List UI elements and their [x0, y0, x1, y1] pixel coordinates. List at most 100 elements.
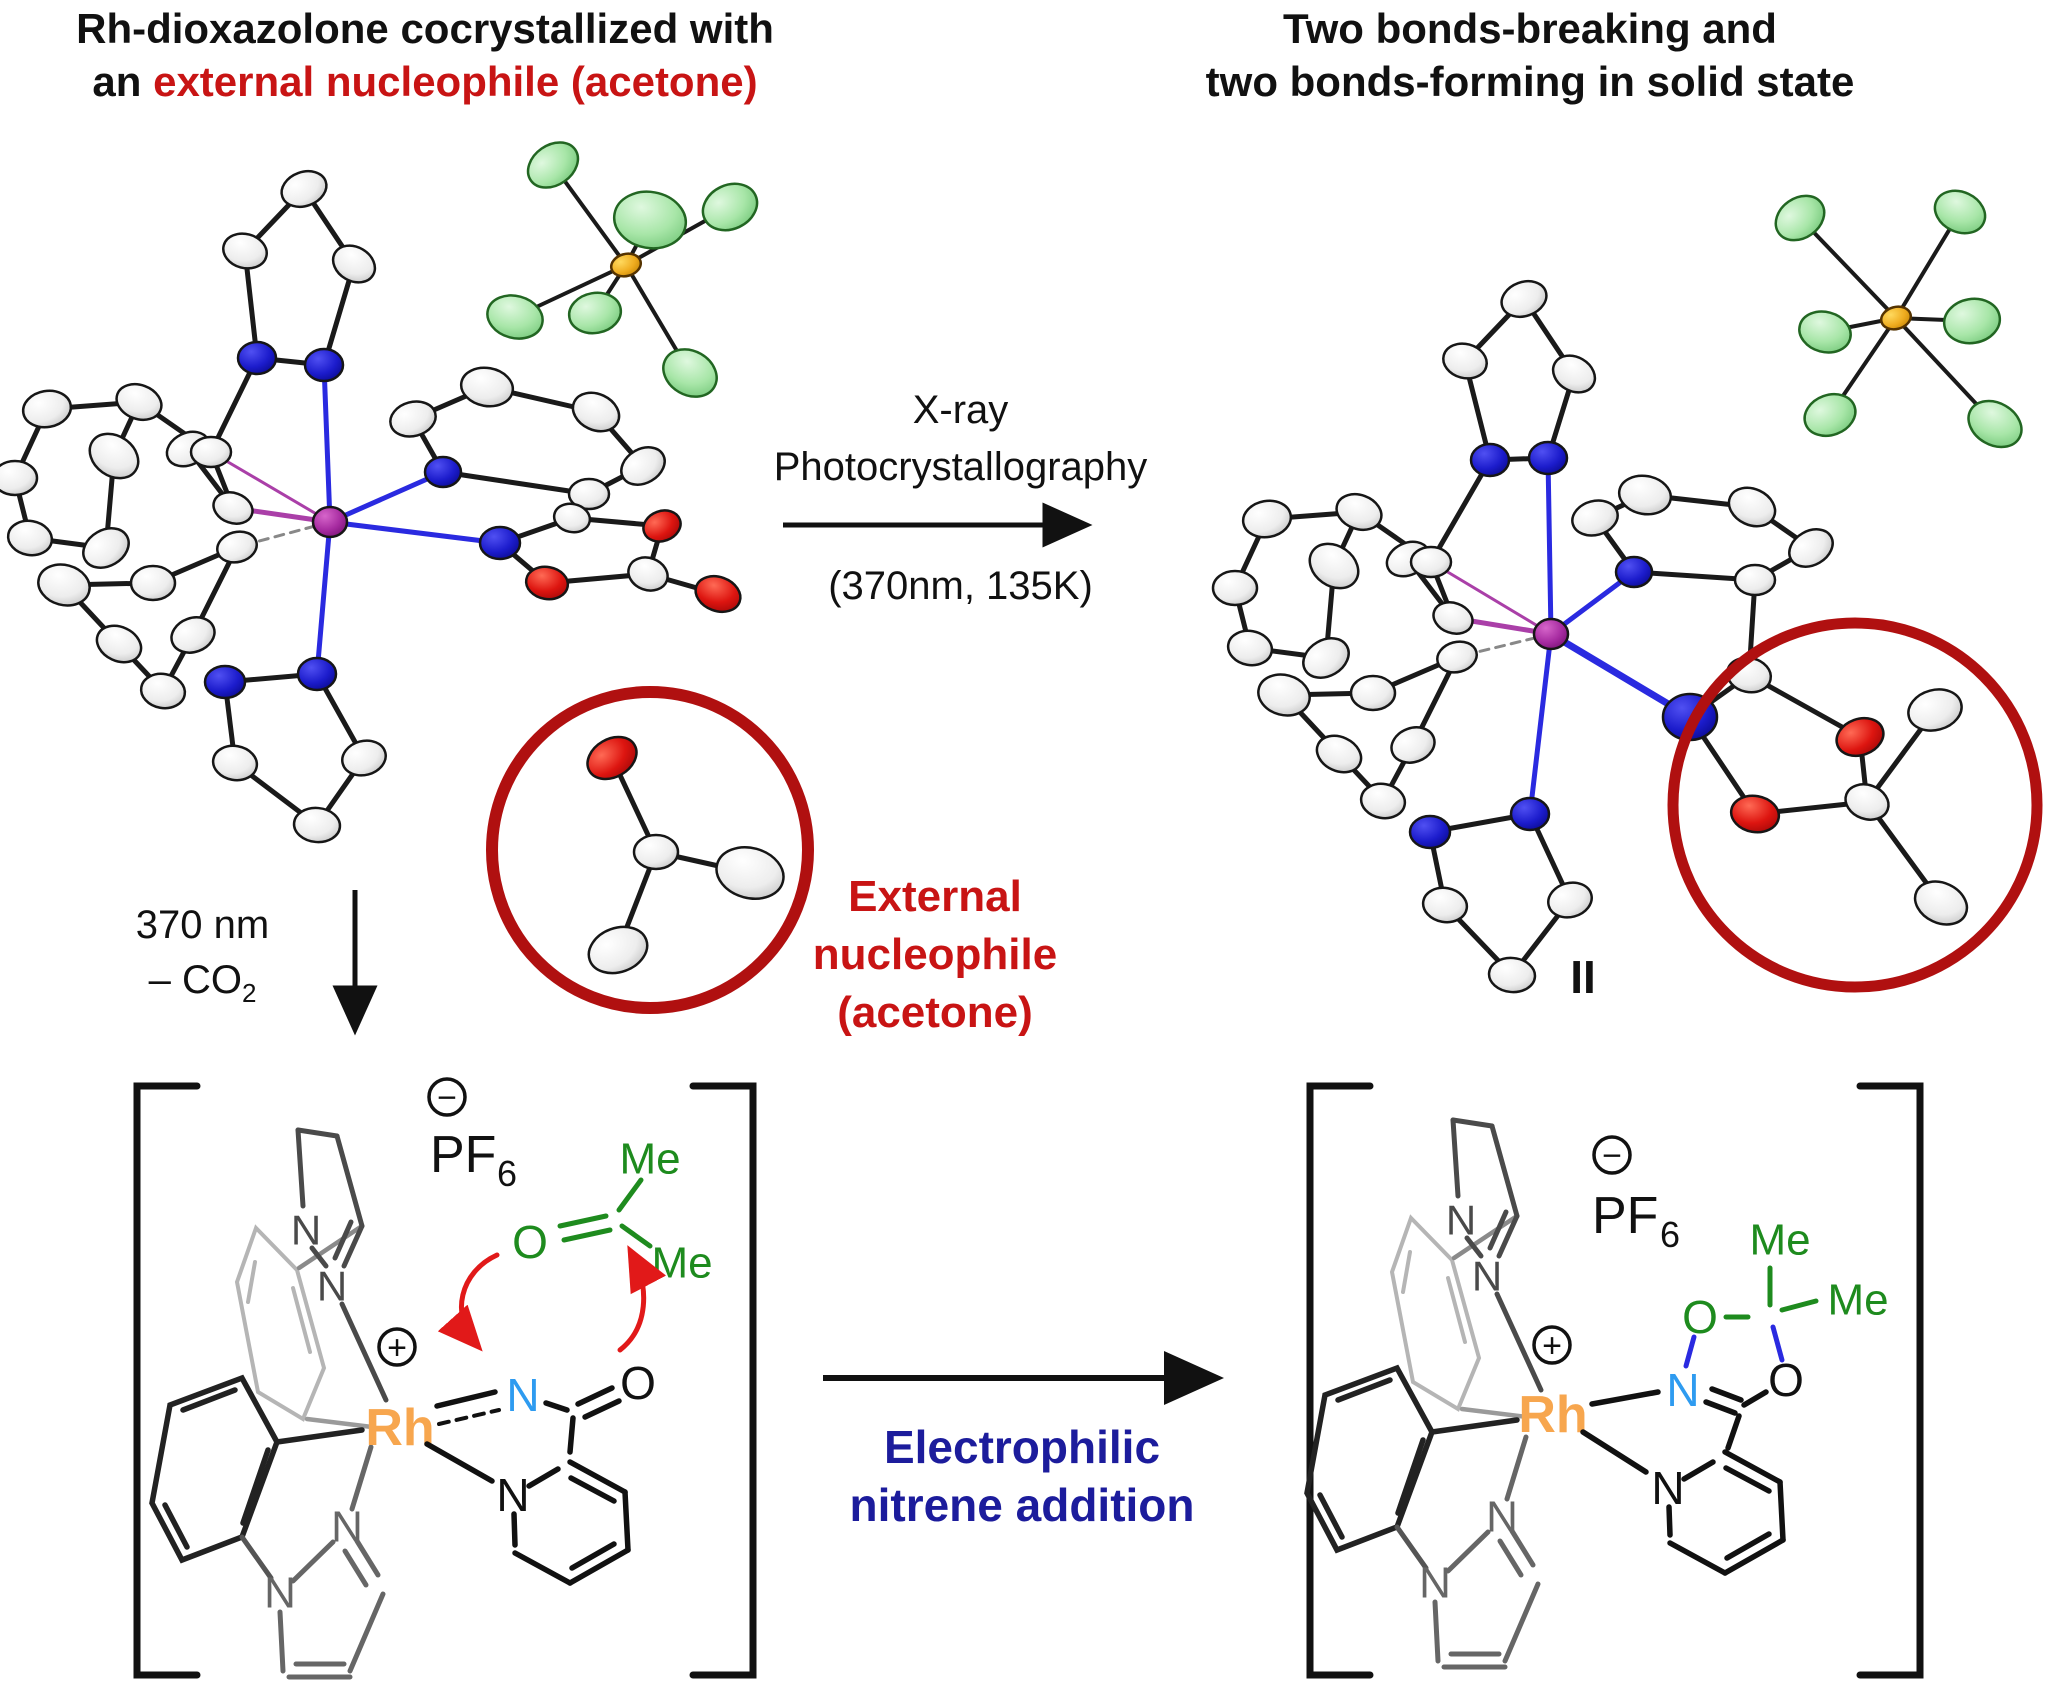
acetone-me1-label: Me: [619, 1135, 680, 1184]
lower-pyrazole-n2-label: N: [331, 1503, 363, 1552]
product-pyridine-n-label: N: [1651, 1462, 1684, 1514]
xray-label-line1: X-ray: [912, 388, 1009, 432]
product-phenyl-pyrazole-bond: [1394, 1524, 1429, 1571]
intermediate-bridge-bond: [296, 1223, 365, 1271]
photolysis-label: 370 nm – CO2: [95, 898, 310, 1021]
product-ring-o-green-label: O: [1682, 1291, 1718, 1343]
plus-sign: +: [387, 1329, 407, 1367]
product-minus-sign: −: [1602, 1137, 1622, 1175]
acetone-skeleton: [557, 1177, 653, 1249]
left-title-line2: an external nucleophile (acetone): [10, 55, 840, 108]
reactant-atoms: [0, 169, 742, 844]
rh-nitrene-bond: [434, 1389, 498, 1409]
upper-pyrazole-n2-label: N: [317, 1263, 347, 1310]
intermediate-plus-charge: +: [377, 1327, 417, 1367]
reactant-pf6-ortep: [486, 141, 759, 398]
product-dioxazoline-bonds: [1703, 1386, 1769, 1451]
intermediate-lower-pyrazole: [277, 1444, 386, 1680]
acetone-callout: [486, 686, 814, 1014]
product-lower-pyrazole-n1-label: N: [1419, 1559, 1451, 1608]
product-upper-pyrazole-n2-label: N: [1472, 1253, 1502, 1300]
reaction-arrow-label: Electrophilic nitrene addition: [812, 1418, 1232, 1534]
intermediate-back-phenyl: [234, 1224, 327, 1422]
product-structure: N N N N Rh +: [1304, 1082, 1924, 1679]
product-pf6-ortep: [1774, 189, 2023, 449]
acetone-o-label: O: [512, 1216, 548, 1268]
right-title-line1: Two bonds-breaking and: [1283, 5, 1777, 52]
intermediate-rh-label: Rh: [365, 1399, 434, 1457]
product-lower-pyrazole: [1432, 1434, 1541, 1670]
intermediate-left-bracket: [133, 1082, 201, 1679]
product-lower-pyrazole-n2-label: N: [1486, 1493, 1518, 1542]
photolysis-line1: 370 nm: [135, 903, 270, 947]
product-plus-sign: +: [1542, 1327, 1562, 1365]
product-highlight-circle: [1667, 617, 2043, 993]
xray-label-line2: Photocrystallography: [773, 445, 1148, 489]
product-plus-charge: +: [1532, 1325, 1572, 1365]
left-title-line2-black: an: [92, 58, 142, 105]
intermediate-pyridine: [424, 1441, 631, 1586]
intermediate-right-bracket: [689, 1082, 757, 1679]
lower-pyrazole-n1-label: N: [264, 1569, 296, 1618]
left-title-line1: Rh-dioxazolone cocrystallized with: [76, 5, 774, 52]
product-right-bracket: [1856, 1082, 1924, 1679]
reaction-label-line1: Electrophilic: [883, 1421, 1161, 1473]
product-pyridine: [1580, 1429, 1786, 1576]
photolysis-co-sub: 2: [241, 978, 257, 1008]
acetone-me2-label: Me: [651, 1239, 712, 1288]
acetone-circle: [486, 686, 814, 1014]
intermediate-pf6-sub: 6: [497, 1153, 517, 1194]
acetone-callout-label: External nucleophile (acetone): [800, 868, 1070, 1042]
intermediate-phenyl-pyrazole-bond: [239, 1534, 274, 1581]
product-dioxazoline-n-label: N: [1666, 1364, 1699, 1416]
right-title-line2: two bonds-forming in solid state: [1205, 58, 1855, 105]
left-title-line2-red: external nucleophile (acetone): [153, 58, 758, 105]
carbonyl-o-label: O: [620, 1357, 656, 1409]
product-bridge-bond: [1451, 1213, 1520, 1261]
right-title: Two bonds-breaking and two bonds-forming…: [1130, 2, 1930, 108]
reactant-rh-n-bonds: [314, 362, 503, 677]
reactant-ortep: [0, 169, 742, 844]
intermediate-structure: N N N N Rh: [133, 1077, 757, 1680]
product-ring-o-black-label: O: [1768, 1354, 1804, 1406]
photolysis-co: – CO: [148, 958, 242, 1002]
product-upper-pyrazole: [1450, 1117, 1544, 1393]
product-acetonide-bonds: [1723, 1265, 1819, 1320]
acyl-group-bonds: [543, 1385, 622, 1455]
product-upper-pyrazole-n1-label: N: [1446, 1197, 1476, 1244]
product-new-bonds: [1683, 1324, 1785, 1369]
mechanism-arrow-o-to-n: [437, 1252, 500, 1352]
callout-line1: External: [848, 872, 1022, 921]
product-left-bracket: [1306, 1082, 1374, 1679]
product-minus-charge: −: [1592, 1135, 1632, 1175]
photolysis-line2: – CO2: [95, 953, 310, 1021]
product-rh-label: Rh: [1518, 1386, 1587, 1444]
product-me1-label: Me: [1749, 1216, 1810, 1265]
callout-line3: (acetone): [837, 988, 1033, 1037]
product-backphenyl-rh-bond: [1459, 1406, 1530, 1420]
rh-nitrene-dashed-bond: [437, 1408, 501, 1426]
pyridine-n-label: N: [496, 1469, 529, 1521]
reactant-pf6-atoms: [486, 141, 759, 398]
reaction-label-line2: nitrene addition: [849, 1479, 1195, 1531]
product-pf6-atoms: [1774, 189, 2023, 449]
upper-pyrazole-n1-label: N: [291, 1207, 321, 1254]
nitrene-n-label: N: [506, 1369, 539, 1421]
xray-arrow-conditions: (370nm, 135K): [828, 564, 1093, 608]
intermediate-pf6-label: PF: [430, 1126, 496, 1184]
intermediate-backphenyl-rh-bond: [304, 1416, 375, 1430]
intermediate-minus-charge: −: [427, 1077, 467, 1117]
product-atoms: [1211, 279, 1969, 994]
product-rh-n-bond: [1589, 1389, 1661, 1407]
product-ortep: [1211, 279, 2043, 994]
intermediate-upper-pyrazole: [295, 1127, 389, 1403]
acetone-ortep-atoms: [586, 735, 785, 975]
product-back-phenyl: [1389, 1214, 1482, 1412]
minus-sign: −: [437, 1079, 457, 1117]
product-pf6-label: PF: [1592, 1187, 1658, 1245]
left-title: Rh-dioxazolone cocrystallized with an ex…: [10, 2, 840, 108]
callout-line2: nucleophile: [812, 930, 1058, 979]
xray-arrow-label: X-ray Photocrystallography: [738, 382, 1183, 496]
product-me2-label: Me: [1827, 1276, 1888, 1325]
